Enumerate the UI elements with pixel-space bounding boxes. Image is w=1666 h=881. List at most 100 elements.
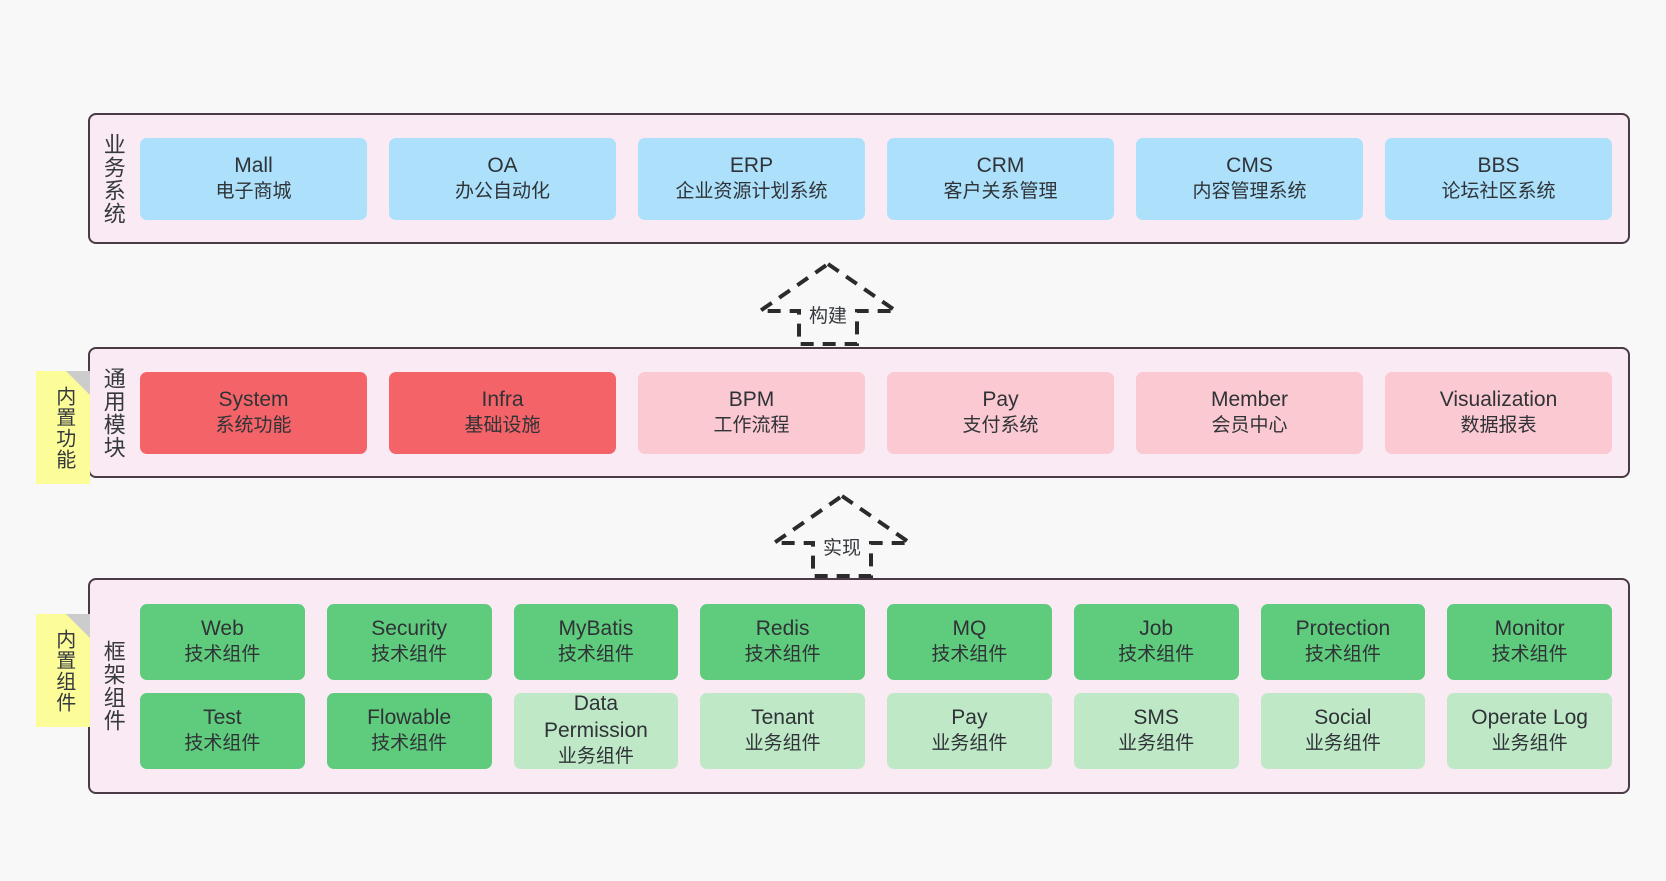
component-card-tenant[interactable]: Tenant 业务组件 (700, 692, 865, 769)
component-card-title: Web (200, 616, 244, 640)
component-card-title: Redis (755, 616, 810, 640)
component-card-subtitle: 业务组件 (744, 732, 821, 754)
component-card-subtitle: 技术组件 (931, 643, 1008, 665)
component-card-pay[interactable]: Pay 业务组件 (887, 692, 1052, 769)
module-card-subtitle: 内容管理系统 (1192, 180, 1307, 202)
module-card-subtitle: 论坛社区系统 (1441, 180, 1556, 202)
module-card-member[interactable]: Member 会员中心 (1136, 371, 1363, 454)
component-card-sms[interactable]: SMS 业务组件 (1073, 692, 1239, 769)
module-card-subtitle: 基础设施 (464, 414, 541, 436)
module-card-subtitle: 企业资源计划系统 (675, 180, 828, 202)
component-card-monitor[interactable]: Monitor 技术组件 (1447, 603, 1612, 680)
component-card-title: Tenant (751, 705, 815, 729)
sticky-note-label: 内置功能 (52, 385, 75, 470)
component-card-title: Social (1314, 705, 1372, 729)
component-card-title: SMS (1133, 705, 1179, 729)
module-card-title: BPM (728, 387, 775, 411)
module-card-subtitle: 办公自动化 (454, 180, 550, 202)
tier-body-business-systems: Mall 电子商城 OA 办公自动化 ERP 企业资源计划系统 CRM 客户关系… (136, 115, 1628, 242)
component-card-subtitle: 技术组件 (371, 732, 448, 754)
component-card-title: Monitor (1494, 616, 1565, 640)
tier-body-framework-components: Web 技术组件 Security 技术组件 MyBatis 技术组件 Redi… (136, 580, 1628, 792)
module-card-erp[interactable]: ERP 企业资源计划系统 (638, 137, 865, 220)
module-card-title: Mall (234, 153, 273, 177)
module-card-title: BBS (1477, 153, 1520, 177)
tier-label-common-modules: 通用模块 (100, 366, 126, 459)
module-card-title: CMS (1226, 153, 1273, 177)
tier-label-framework-components: 框架组件 (100, 640, 126, 732)
component-card-subtitle: 业务组件 (1118, 732, 1195, 754)
component-card-subtitle: 业务组件 (1304, 732, 1381, 754)
module-card-crm[interactable]: CRM 客户关系管理 (887, 137, 1114, 220)
implement-arrow: 实现 (766, 492, 918, 578)
component-card-job[interactable]: Job 技术组件 (1073, 603, 1239, 680)
component-card-subtitle: 技术组件 (371, 643, 448, 665)
component-card-title: MQ (952, 616, 987, 640)
tier-row: System 系统功能 Infra 基础设施 BPM 工作流程 Pay 支付系统… (140, 371, 1612, 454)
component-card-protection[interactable]: Protection 技术组件 (1260, 603, 1426, 680)
component-card-operate-log[interactable]: Operate Log 业务组件 (1447, 692, 1612, 769)
component-card-subtitle: 技术组件 (1491, 643, 1568, 665)
component-card-subtitle: 技术组件 (184, 732, 261, 754)
component-card-title: MyBatis (558, 616, 634, 640)
module-card-subtitle: 数据报表 (1460, 414, 1537, 436)
module-card-oa[interactable]: OA 办公自动化 (389, 137, 616, 220)
component-card-title: Protection (1295, 616, 1391, 640)
component-card-redis[interactable]: Redis 技术组件 (700, 603, 865, 680)
module-card-subtitle: 支付系统 (962, 414, 1039, 436)
tier-common-modules: 通用模块 System 系统功能 Infra 基础设施 BPM 工作流程 Pay… (88, 347, 1630, 478)
component-card-flowable[interactable]: Flowable 技术组件 (326, 692, 492, 769)
module-card-title: CRM (976, 153, 1025, 177)
module-card-subtitle: 电子商城 (215, 180, 292, 202)
module-card-mall[interactable]: Mall 电子商城 (140, 137, 367, 220)
component-card-subtitle: 业务组件 (931, 732, 1008, 754)
module-card-system[interactable]: System 系统功能 (140, 371, 367, 454)
component-card-test[interactable]: Test 技术组件 (140, 692, 305, 769)
component-card-data-permission[interactable]: Data Permission 业务组件 (513, 692, 679, 769)
module-card-title: ERP (729, 153, 774, 177)
tier-business-systems: 业务系统 Mall 电子商城 OA 办公自动化 ERP 企业资源计划系统 CRM… (88, 113, 1630, 244)
implement-arrow-label: 实现 (822, 538, 862, 559)
tier-label-business-systems: 业务系统 (100, 132, 126, 225)
module-card-bpm[interactable]: BPM 工作流程 (638, 371, 865, 454)
component-card-title: Flowable (367, 705, 452, 729)
component-card-subtitle: 技术组件 (744, 643, 821, 665)
component-card-mq[interactable]: MQ 技术组件 (887, 603, 1052, 680)
component-card-subtitle: 技术组件 (1118, 643, 1195, 665)
component-card-title: Job (1139, 616, 1174, 640)
component-card-title: Data Permission (543, 692, 648, 743)
module-card-title: Infra (481, 387, 524, 411)
component-card-security[interactable]: Security 技术组件 (326, 603, 492, 680)
build-arrow-label: 构建 (808, 306, 848, 327)
component-card-subtitle: 技术组件 (1304, 643, 1381, 665)
module-card-cms[interactable]: CMS 内容管理系统 (1136, 137, 1363, 220)
module-card-pay[interactable]: Pay 支付系统 (887, 371, 1114, 454)
module-card-title: Visualization (1439, 387, 1558, 411)
build-arrow: 构建 (752, 260, 904, 346)
component-card-subtitle: 技术组件 (557, 643, 634, 665)
module-card-title: Member (1210, 387, 1289, 411)
component-card-subtitle: 业务组件 (1491, 732, 1568, 754)
module-card-visualization[interactable]: Visualization 数据报表 (1385, 371, 1612, 454)
module-card-subtitle: 工作流程 (713, 414, 790, 436)
component-card-subtitle: 业务组件 (557, 746, 634, 768)
module-card-infra[interactable]: Infra 基础设施 (389, 371, 616, 454)
module-card-subtitle: 客户关系管理 (943, 180, 1058, 202)
tier-body-common-modules: System 系统功能 Infra 基础设施 BPM 工作流程 Pay 支付系统… (136, 349, 1628, 476)
component-card-web[interactable]: Web 技术组件 (140, 603, 305, 680)
component-card-title: Test (203, 705, 242, 729)
component-card-mybatis[interactable]: MyBatis 技术组件 (513, 603, 679, 680)
module-card-bbs[interactable]: BBS 论坛社区系统 (1385, 137, 1612, 220)
component-card-title: Security (371, 616, 448, 640)
sticky-note-label: 内置组件 (52, 628, 75, 713)
component-card-title: Pay (951, 705, 988, 729)
component-card-title: Operate Log (1471, 705, 1588, 729)
tier-framework-components: 框架组件 Web 技术组件 Security 技术组件 MyBatis 技术组件… (88, 578, 1630, 794)
module-card-subtitle: 系统功能 (215, 414, 292, 436)
tier-row: Web 技术组件 Security 技术组件 MyBatis 技术组件 Redi… (140, 603, 1612, 680)
tier-row: Test 技术组件 Flowable 技术组件 Data Permission … (140, 692, 1612, 769)
component-card-social[interactable]: Social 业务组件 (1260, 692, 1426, 769)
module-card-title: OA (487, 153, 518, 177)
module-card-subtitle: 会员中心 (1211, 414, 1288, 436)
component-card-subtitle: 技术组件 (184, 643, 261, 665)
